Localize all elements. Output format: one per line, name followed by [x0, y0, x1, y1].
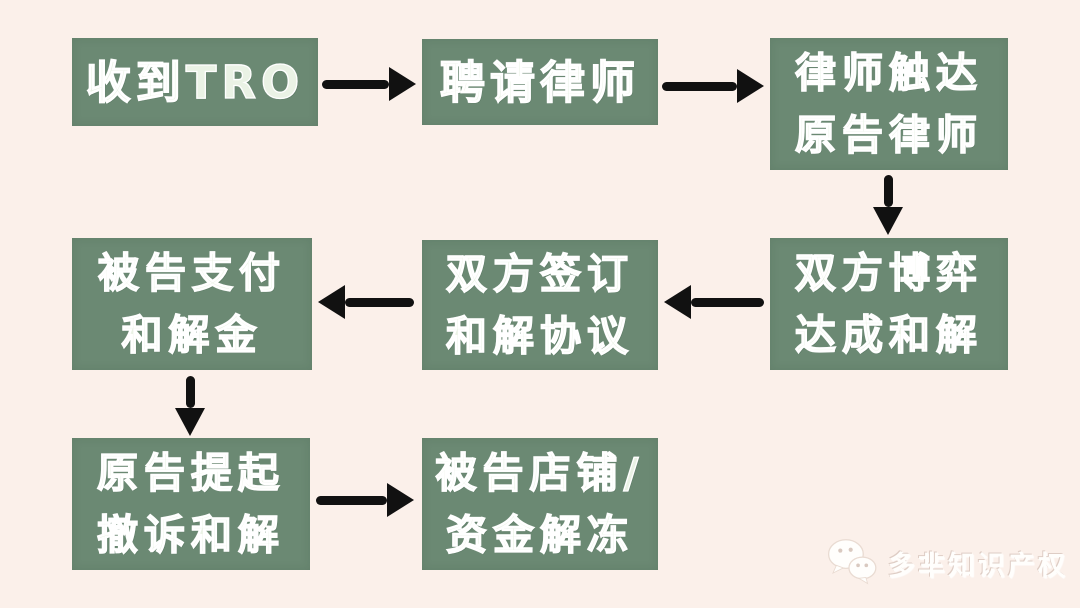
node-label: 资金解冻	[445, 510, 634, 559]
node-label: 和解金	[121, 310, 263, 359]
node-label: 聘请律师	[439, 55, 640, 109]
node-label: 原告律师	[794, 110, 983, 159]
arrow-received-tro-to-hire-lawyer	[322, 66, 416, 102]
node-hire-lawyer: 聘请律师	[422, 39, 658, 125]
arrow-shaft	[662, 81, 737, 91]
node-negotiate-settle: 双方博弈 达成和解	[770, 238, 1008, 370]
node-label: 达成和解	[794, 310, 983, 359]
arrow-defendant-pays-to-plaintiff-withdraw	[174, 376, 206, 436]
arrow-shaft	[691, 297, 764, 307]
arrow-head-down-icon	[873, 207, 903, 235]
arrow-sign-agreement-to-defendant-pays	[318, 284, 414, 320]
arrow-shaft	[883, 175, 893, 207]
watermark-text: 多芈知识产权	[888, 550, 1068, 582]
node-lawyer-contacts: 律师触达 原告律师	[770, 38, 1008, 170]
arrow-head-left-icon	[318, 285, 345, 319]
arrow-shaft	[185, 376, 195, 408]
arrow-head-down-icon	[175, 408, 205, 436]
arrow-plaintiff-withdraw-to-store-unfrozen	[316, 482, 414, 518]
node-plaintiff-withdraw: 原告提起 撤诉和解	[72, 438, 310, 570]
node-label: 收到TRO	[85, 55, 305, 109]
node-label: 双方签订	[445, 249, 634, 298]
arrow-head-left-icon	[664, 285, 691, 319]
arrow-head-right-icon	[387, 483, 414, 517]
wechat-icon	[826, 536, 878, 590]
arrow-head-right-icon	[389, 67, 416, 101]
arrow-head-right-icon	[737, 69, 764, 103]
arrow-lawyer-contacts-to-negotiate-settle	[872, 175, 904, 235]
node-label: 双方博弈	[794, 248, 983, 297]
node-received-tro: 收到TRO	[72, 38, 318, 126]
node-label: 律师触达	[794, 48, 983, 97]
node-label: 撤诉和解	[96, 510, 285, 559]
arrow-shaft	[316, 495, 387, 505]
node-label: 被告店铺/	[435, 448, 645, 497]
node-label: 原告提起	[96, 448, 285, 497]
node-label: 和解协议	[445, 311, 634, 360]
arrow-hire-lawyer-to-lawyer-contacts	[662, 68, 764, 104]
arrow-negotiate-settle-to-sign-agreement	[664, 284, 764, 320]
node-store-unfrozen: 被告店铺/ 资金解冻	[422, 438, 658, 570]
arrow-shaft	[322, 79, 389, 89]
watermark: 多芈知识产权	[826, 536, 1068, 590]
node-label: 被告支付	[97, 248, 286, 297]
node-defendant-pays: 被告支付 和解金	[72, 238, 312, 370]
node-sign-agreement: 双方签订 和解协议	[422, 240, 658, 370]
arrow-shaft	[345, 297, 414, 307]
